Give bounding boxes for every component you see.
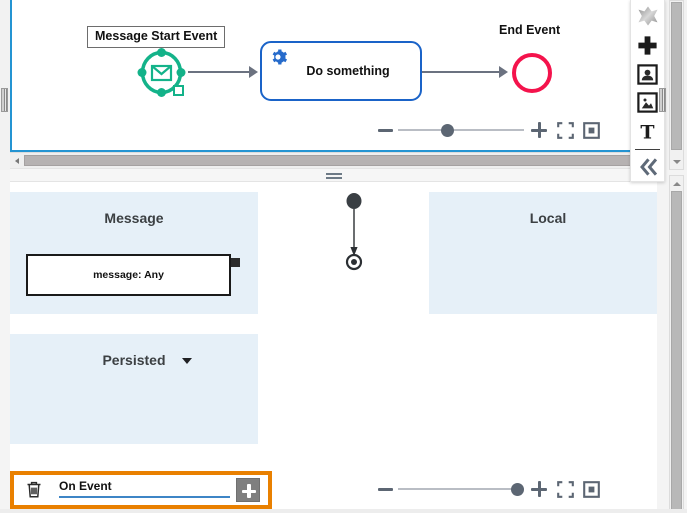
fit-to-screen-icon xyxy=(556,480,574,498)
vertical-scroll-thumb-bottom[interactable] xyxy=(671,191,682,511)
message-type-label: message: Any xyxy=(93,269,164,281)
transition-arrowhead xyxy=(350,247,358,256)
on-event-input[interactable] xyxy=(59,478,230,498)
zoom-in-button-top[interactable] xyxy=(524,118,552,142)
trash-can-icon[interactable] xyxy=(23,479,45,501)
chevron-down-icon[interactable] xyxy=(182,358,192,364)
center-content-button-top[interactable] xyxy=(578,118,604,142)
final-state-node[interactable] xyxy=(345,253,363,271)
group-local-title: Local xyxy=(529,210,567,226)
panel-vertical-scrollbar[interactable] xyxy=(669,175,684,513)
text-T-icon: T xyxy=(640,122,654,143)
service-task-label: Do something xyxy=(306,64,390,78)
image-picture-icon xyxy=(637,92,658,114)
svg-text:T: T xyxy=(640,122,654,143)
zoom-out-button-bottom[interactable] xyxy=(372,477,398,501)
palette-collapse-button[interactable] xyxy=(632,152,663,181)
zoom-in-button-bottom[interactable] xyxy=(524,477,552,501)
end-event-node[interactable] xyxy=(512,53,552,93)
sequence-flow-2[interactable] xyxy=(422,71,500,73)
zoom-slider-knob[interactable] xyxy=(511,483,524,496)
zoom-slider-bottom[interactable] xyxy=(398,477,524,501)
panel-splitter[interactable] xyxy=(10,168,657,182)
asterisk-star-icon xyxy=(638,6,657,26)
horizontal-scroll-thumb[interactable] xyxy=(24,155,655,166)
message-envelope-icon xyxy=(137,48,186,97)
sequence-flow-1-arrowhead xyxy=(249,66,258,78)
message-type-node[interactable]: message: Any xyxy=(26,254,231,296)
center-content-button-bottom[interactable] xyxy=(578,477,604,501)
fit-to-screen-button-bottom[interactable] xyxy=(552,477,578,501)
canvas-vertical-scrollbar[interactable] xyxy=(669,0,684,170)
scroll-left-arrow[interactable] xyxy=(10,153,24,169)
fit-to-screen-icon xyxy=(556,121,574,139)
palette-item-plus-cross[interactable] xyxy=(632,31,663,60)
group-persisted-title: Persisted xyxy=(102,352,166,368)
on-event-editor-highlighted[interactable] xyxy=(10,471,272,509)
zoom-slider-top[interactable] xyxy=(398,118,524,142)
group-message-title: Message xyxy=(104,210,164,226)
service-task-node[interactable]: Do something xyxy=(260,41,422,101)
plus-cross-icon xyxy=(638,36,657,55)
add-event-button[interactable] xyxy=(236,478,260,502)
message-start-event-node[interactable] xyxy=(134,45,189,100)
end-event-label: End Event xyxy=(499,23,561,37)
window-bottom-edge xyxy=(0,509,687,513)
vertical-scroll-thumb-top[interactable] xyxy=(671,2,682,150)
start-event-label: Message Start Event xyxy=(87,26,226,48)
gear-service-task-icon xyxy=(272,49,288,65)
right-panel-resize-grip[interactable] xyxy=(659,88,666,112)
bpmn-editor-section: Message Start Event xyxy=(0,0,687,170)
scroll-down-arrow-top[interactable] xyxy=(671,155,682,168)
sequence-flow-1[interactable] xyxy=(188,71,250,73)
canvas-zoom-controls-bottom xyxy=(372,477,604,501)
zoom-slider-rail xyxy=(398,488,524,490)
palette-item-image[interactable] xyxy=(632,88,663,117)
zoom-slider-knob[interactable] xyxy=(441,124,454,137)
zoom-slider-rail xyxy=(398,129,524,131)
fit-to-screen-button-top[interactable] xyxy=(552,118,578,142)
scroll-up-arrow-bottom[interactable] xyxy=(671,177,682,190)
palette-item-asterisk-star[interactable] xyxy=(632,2,663,31)
person-portrait-icon xyxy=(637,63,658,85)
palette-item-text[interactable]: T xyxy=(632,117,663,146)
bottom-toolbar xyxy=(10,466,657,513)
properties-panel: Message message: Any Local Persisted xyxy=(10,182,657,513)
state-machine-flow xyxy=(334,192,374,272)
sequence-flow-2-arrowhead xyxy=(499,66,508,78)
canvas-zoom-controls-top xyxy=(372,118,604,142)
palette-item-person-portrait[interactable] xyxy=(632,60,663,89)
center-content-icon xyxy=(582,121,600,139)
center-content-icon xyxy=(582,480,600,498)
group-persisted[interactable]: Persisted xyxy=(10,334,258,444)
chevron-double-left-icon xyxy=(639,157,657,176)
canvas-horizontal-scrollbar[interactable] xyxy=(10,152,657,168)
group-local[interactable]: Local xyxy=(429,192,657,314)
initial-state-node[interactable] xyxy=(346,193,362,209)
left-panel-resize-grip[interactable] xyxy=(1,88,8,112)
palette-divider xyxy=(635,149,660,151)
bpmn-canvas[interactable]: Message Start Event xyxy=(10,0,657,152)
zoom-out-button-top[interactable] xyxy=(372,118,398,142)
splitter-handle-icon[interactable] xyxy=(325,173,342,179)
message-type-output-port[interactable] xyxy=(231,258,240,267)
on-event-input-wrapper xyxy=(59,478,230,502)
